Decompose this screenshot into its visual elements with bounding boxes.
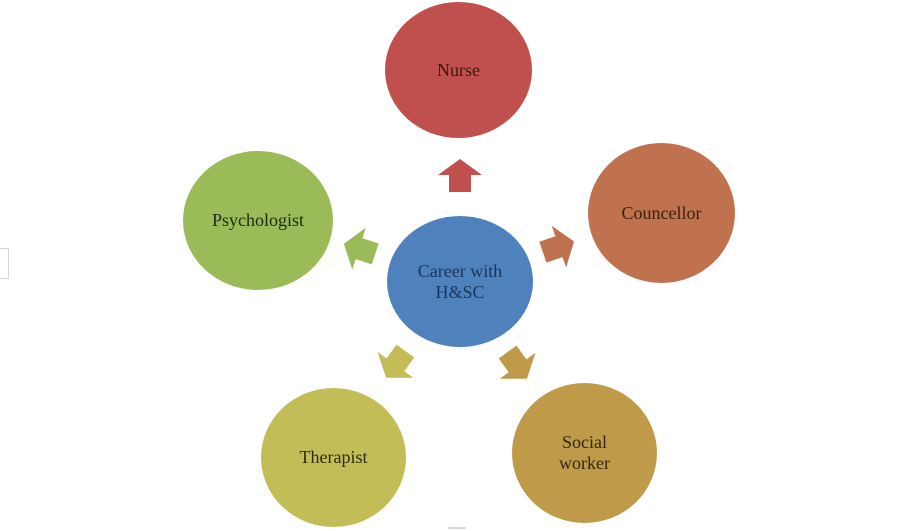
arrow-to-social-worker-icon xyxy=(488,338,545,393)
arrow-to-councellor-icon xyxy=(534,220,581,275)
bottom-edge-artifact xyxy=(448,527,466,529)
node-label: Nurse xyxy=(437,59,480,80)
node-therapist: Therapist xyxy=(261,388,406,527)
node-psychologist: Psychologist xyxy=(183,151,333,290)
arrow-to-psychologist-icon xyxy=(337,222,384,276)
arrow-to-nurse-icon xyxy=(437,159,483,193)
node-label: Therapist xyxy=(299,447,368,468)
node-label: Career with H&SC xyxy=(417,260,503,302)
node-label: Social worker xyxy=(559,432,610,473)
node-label: Psychologist xyxy=(211,210,304,231)
node-social-worker: Social worker xyxy=(512,383,657,523)
node-career-center: Career with H&SC xyxy=(387,216,533,347)
left-edge-artifact xyxy=(0,248,9,279)
node-label: Councellor xyxy=(621,202,702,223)
node-nurse: Nurse xyxy=(385,2,532,138)
arrow-to-therapist-icon xyxy=(367,337,424,392)
node-councellor: Councellor xyxy=(588,143,735,283)
